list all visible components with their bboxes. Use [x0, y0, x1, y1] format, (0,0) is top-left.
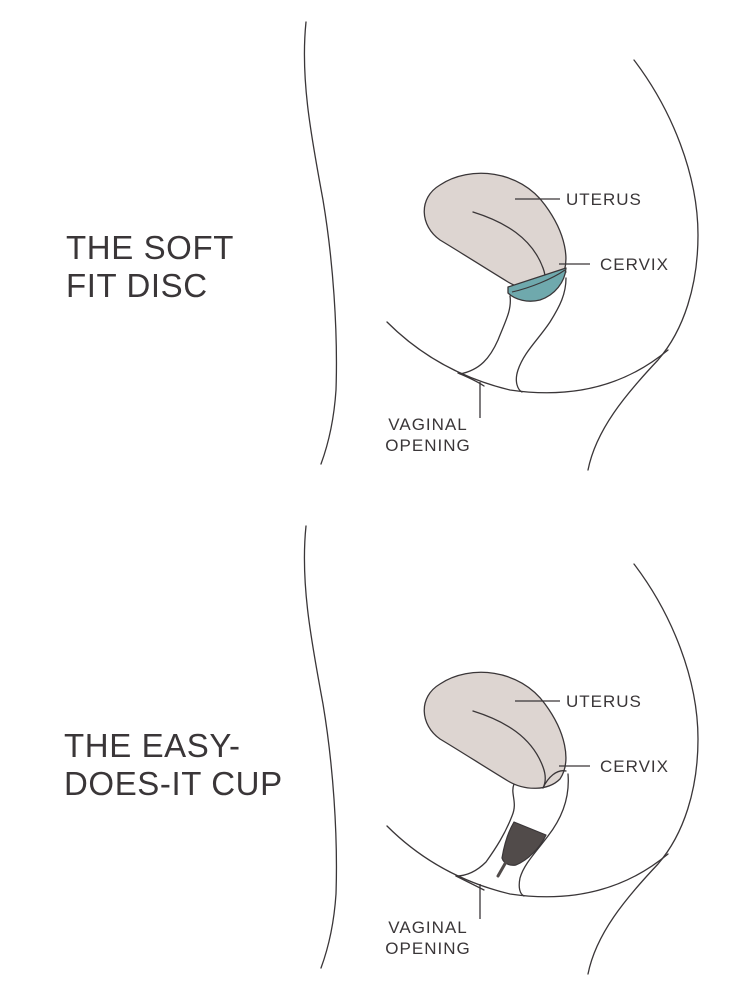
thigh-contour — [386, 825, 669, 898]
cup-stem — [496, 860, 508, 878]
uterus-label: UTERUS — [566, 692, 642, 711]
cup-title-line-2: DOES-IT CUP — [64, 765, 283, 802]
thigh-contour — [386, 321, 669, 394]
cup-panel-title: THE EASY- DOES-IT CUP — [64, 727, 283, 803]
uterine-cavity-line — [472, 710, 546, 789]
disc-anatomy-diagram: UTERUS CERVIX VAGINAL OPENING — [303, 21, 699, 471]
cervix-label: CERVIX — [600, 757, 669, 776]
soft-fit-disc-panel: THE SOFT FIT DISC UTERU — [66, 21, 699, 471]
disc-title-line-2: FIT DISC — [66, 267, 208, 304]
back-contour — [303, 525, 338, 969]
disc-rim-line — [511, 269, 566, 293]
vaginal-opening-label-line-2: OPENING — [385, 436, 470, 455]
uterus-label: UTERUS — [566, 190, 642, 209]
disc-panel-title: THE SOFT FIT DISC — [66, 229, 234, 305]
cervix-bulge — [542, 770, 567, 789]
belly-contour — [587, 563, 699, 975]
vaginal-canal-posterior — [455, 783, 515, 877]
vaginal-opening-label-line-1: VAGINAL — [388, 415, 467, 434]
vaginal-canal-anterior — [518, 773, 569, 897]
vaginal-canal-anterior — [515, 277, 567, 393]
vaginal-opening-label-line-1: VAGINAL — [388, 918, 467, 937]
vaginal-canal-posterior — [459, 295, 511, 375]
cervix-label: CERVIX — [600, 255, 669, 274]
cup-title-line-1: THE EASY- — [64, 727, 241, 764]
belly-contour — [587, 59, 699, 471]
easy-does-it-cup-panel: THE EASY- DOES-IT CUP UTERUS CERVIX VAGI… — [0, 498, 756, 996]
disc-title-line-1: THE SOFT — [66, 229, 234, 266]
vaginal-opening-label-line-2: OPENING — [385, 939, 470, 958]
cup-anatomy-diagram: UTERUS CERVIX VAGINAL OPENING — [303, 525, 699, 975]
pelvic-fold — [457, 372, 485, 387]
easy-does-it-cup-device — [501, 821, 547, 866]
back-contour — [303, 21, 338, 465]
pelvic-fold — [455, 875, 485, 891]
